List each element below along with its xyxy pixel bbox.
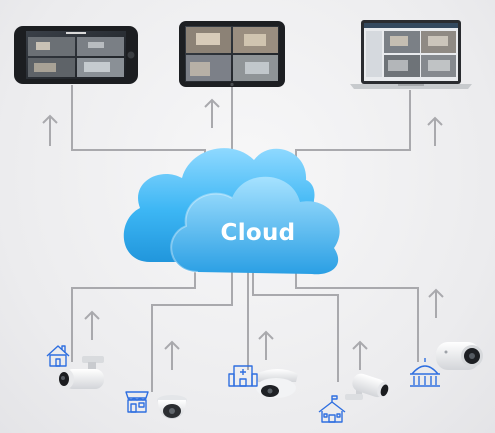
arrow-up-icon [204, 98, 220, 128]
cloud-label: Cloud [220, 220, 296, 246]
arrow-up-icon [258, 330, 274, 360]
arrow-up-icon [42, 114, 58, 146]
arrow-up-icon [84, 310, 100, 340]
store-icon [125, 391, 149, 413]
viewer-arrows [42, 98, 443, 146]
arrow-up-icon [164, 340, 180, 370]
laptop-device [350, 20, 472, 89]
bullet-camera [345, 373, 389, 400]
hospital-icon [228, 365, 258, 387]
connector-phone [71, 85, 206, 165]
tablet-device [179, 21, 285, 87]
bullet-camera [58, 356, 104, 389]
connector-cam-1 [71, 272, 196, 362]
connector-cam-4 [252, 272, 339, 382]
school-icon [318, 395, 346, 423]
government-building-icon [410, 358, 440, 387]
connector-laptop [295, 90, 411, 185]
turret-camera [256, 369, 298, 398]
cloud-front [171, 176, 340, 275]
connector-cam-2 [151, 272, 233, 392]
camera-arrows [84, 288, 444, 370]
cube-camera [436, 342, 483, 370]
cloud-shape [123, 148, 340, 275]
arrow-up-icon [427, 116, 443, 146]
dome-camera [157, 395, 187, 419]
connector-cam-5 [295, 266, 419, 362]
arrow-up-icon [428, 288, 444, 318]
house-icon [46, 345, 70, 367]
arrow-up-icon [352, 340, 368, 370]
smartphone-device [14, 26, 138, 84]
camera-connectors [71, 266, 419, 392]
